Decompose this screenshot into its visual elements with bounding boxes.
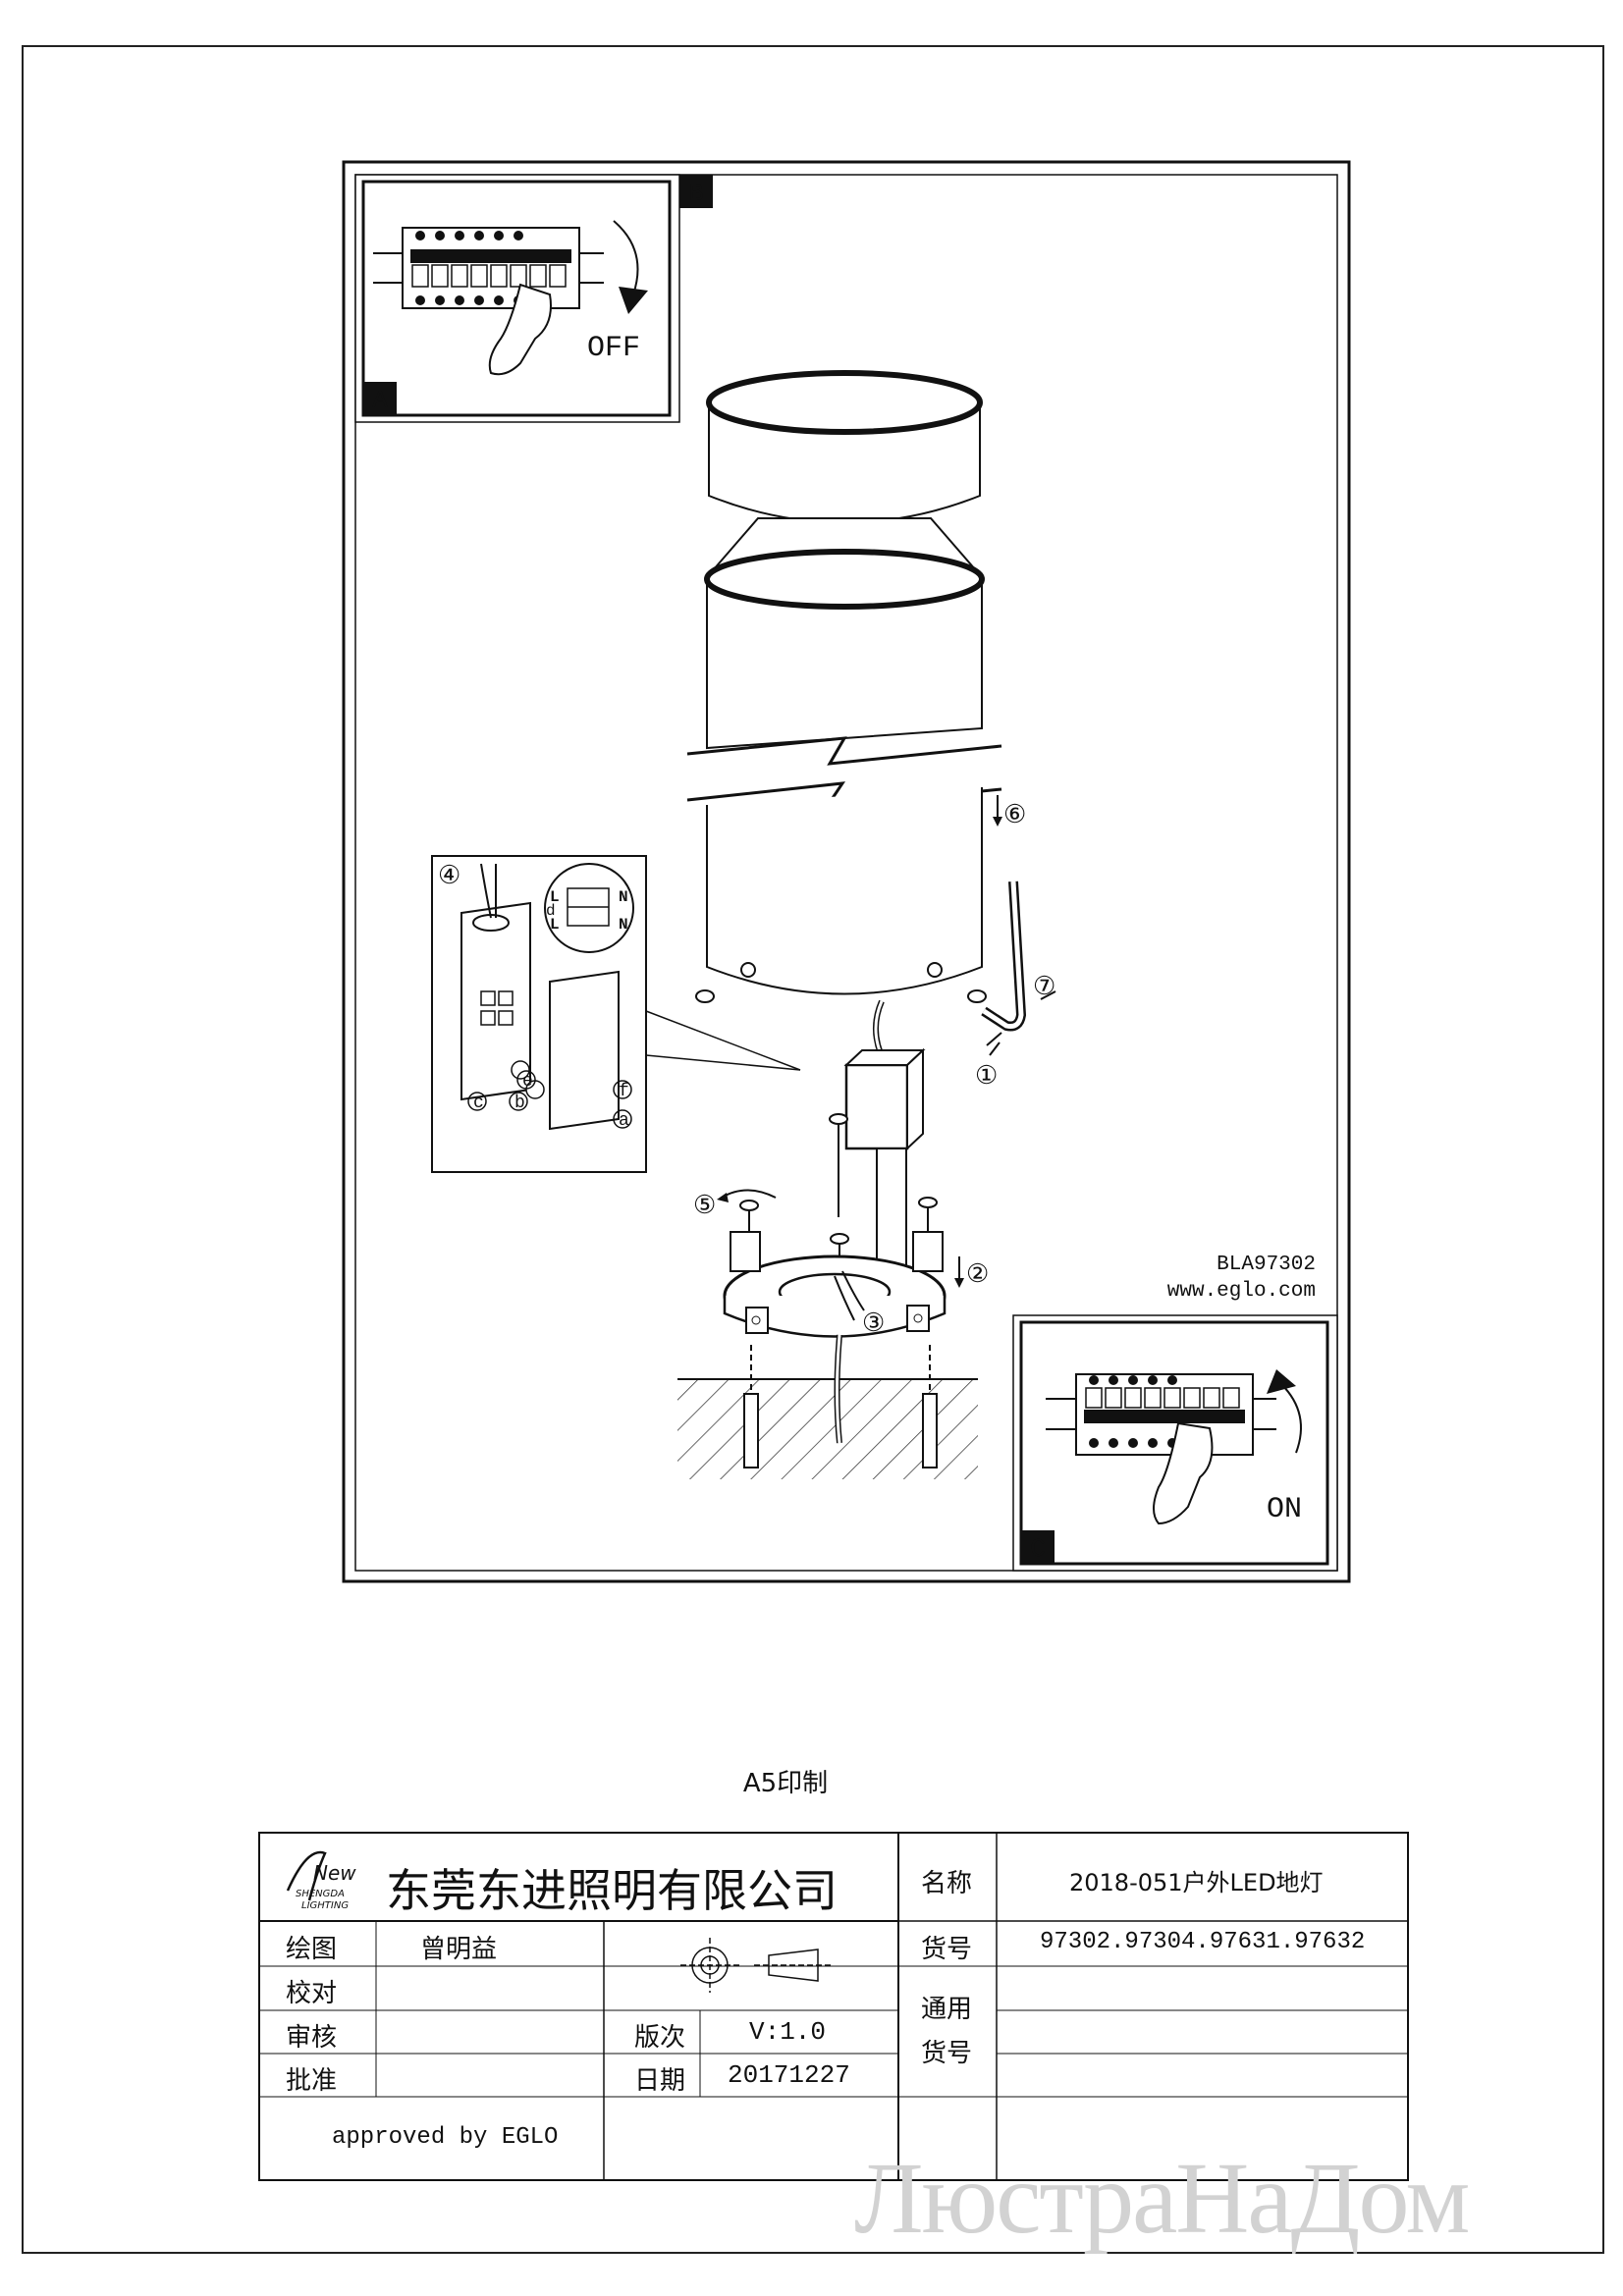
print-note: A5印制 [742,1769,829,1798]
junction-box-detail: ④ L L N N d e b c f a [431,855,801,1173]
driver-box [844,1063,909,1150]
f-label: f [619,1082,629,1101]
logo-sub-2: LIGHTING [301,1900,350,1911]
panel-c-label: C [1030,1534,1046,1564]
audited-label: 审核 [286,2023,338,2053]
projection-symbol [680,1938,833,1993]
step-3-label: ③ [862,1309,885,1339]
common-label-1: 通用 [921,1995,973,2024]
b-label: b [514,1094,525,1113]
panel-b-badge [679,175,713,208]
step-2-label: ② [966,1260,989,1290]
panel-c-badge [1021,1530,1055,1564]
lamp-cap [706,370,983,524]
panel-a-power-off: A OFF [354,174,680,423]
panel-c-power-on: C ON [1012,1314,1338,1572]
date-label: 日期 [634,2066,686,2096]
hand-icon [1153,1421,1214,1525]
title-block: New SHENGDA LIGHTING 东莞东进照明有限公司 绘图 曾明益 校… [258,1832,1409,2181]
e-label: e [522,1072,533,1092]
l-terminal-label: L [550,888,560,906]
off-label: OFF [587,332,640,365]
website-url: www.eglo.com [1167,1280,1316,1303]
checked-label: 校对 [286,1979,338,2008]
model-code: BLA97302 [1217,1254,1316,1276]
page-border [22,45,1604,2254]
panel-b-label: B [688,179,704,208]
lamp-body [686,517,1002,1003]
step-7-label: ⑦ [1033,973,1055,1002]
name-label: 名称 [921,1869,973,1898]
hand-icon [488,283,552,376]
date-value: 20171227 [728,2060,850,2090]
ground-section [677,1334,978,1479]
arrow-up-icon [1267,1369,1296,1394]
logo-mark: New [313,1861,356,1885]
item-label: 货号 [921,1935,973,1964]
c-label: c [473,1094,484,1113]
n-terminal-label-2: N [619,916,628,934]
version-label: 版次 [634,2023,686,2053]
main-panel-border [342,160,1351,1583]
step-6-label: ⑥ [1003,801,1026,830]
drawn-label: 绘图 [286,1935,338,1964]
l-terminal-label-2: L [550,916,560,934]
base-plate [723,1231,947,1338]
step-5-label: ⑤ [693,1192,716,1221]
n-terminal-label: N [619,888,628,906]
approved-by: approved by EGLO [332,2124,559,2151]
watermark: ЛюстраНаДом [854,2142,1470,2255]
panel-a-label: A [372,386,388,415]
on-label: ON [1267,1493,1302,1526]
step-1-label: ① [975,1062,998,1092]
panel-a-badge [363,382,397,415]
assembly-drawing: A OFF B [342,160,1351,1583]
name-value: 2018-051户外LED地灯 [1069,1869,1324,1896]
step-4-label: ④ [438,862,460,891]
d-label: d [546,902,556,920]
logo-mark-icon [286,1850,327,1901]
arrow-down-icon [619,287,648,314]
item-value: 97302.97304.97631.97632 [1040,1929,1366,1955]
approved-label: 批准 [286,2066,338,2096]
common-label-2: 货号 [921,2039,973,2068]
drawn-value: 曾明益 [420,1935,498,1964]
version-value: V:1.0 [749,2017,827,2047]
company-name: 东莞东进照明有限公司 [386,1864,838,1917]
a-label: a [619,1111,629,1131]
logo-sub-1: SHENGDA [296,1889,345,1899]
